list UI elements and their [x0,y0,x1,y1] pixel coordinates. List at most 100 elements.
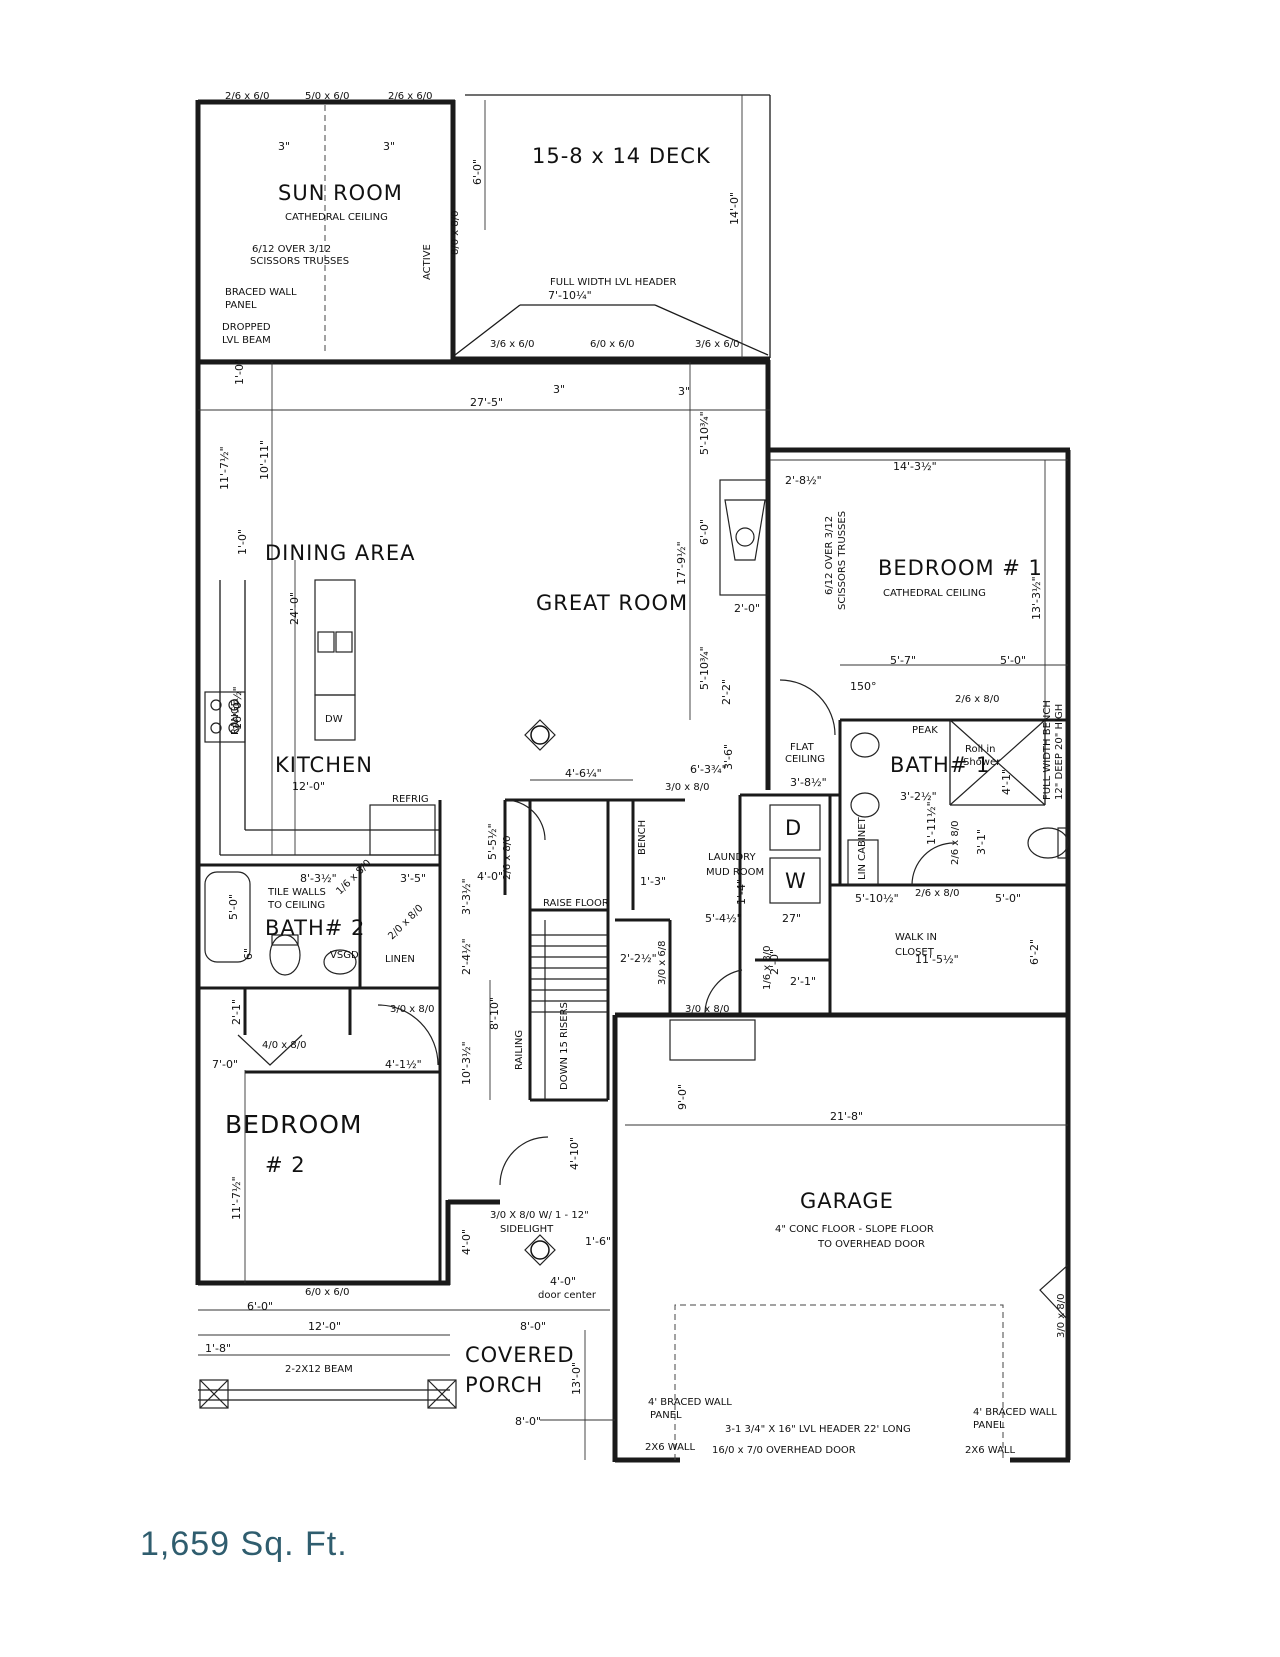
dim-150: 150° [850,680,877,693]
note-range: RANGE [230,700,241,735]
label-great-room: GREAT ROOM [536,591,688,615]
dim-8-0b: 8'-0" [515,1415,541,1428]
note-peak: PEAK [912,725,938,736]
tag-garage-side: 3/0 x 8/0 [1056,1294,1067,1338]
dim-2-2b: 2'-2½" [620,952,657,965]
note-lvl-header: FULL WIDTH LVL HEADER [550,277,676,288]
note-washer: W [785,869,807,893]
dim-5-10a: 5'-10¾" [698,411,711,455]
label-laundry-a: LAUNDRY [708,852,756,863]
dim-14-0: 14'-0" [728,192,741,225]
dim-3-1: 3'-1" [975,829,988,855]
label-bedroom1: BEDROOM # 1 [878,556,1043,580]
dim-6-2: 6'-2" [1028,939,1041,965]
dim-2-1b: 2'-1" [230,999,243,1025]
note-braced-garage-b: PANEL [650,1410,682,1421]
dim-2-8: 2'-8½" [785,474,822,487]
dim-27-5: 27'-5" [470,396,503,409]
dim-5-0c: 5'-0" [995,892,1021,905]
tag-hall-d: 3/0 x 8/0 [665,782,709,793]
label-flat-ceiling-a: FLAT [790,742,815,753]
dim-4-0b: 4'-0" [460,1229,473,1255]
note-tile-b: TO CEILING [267,900,325,911]
note-scissors-b1b: SCISSORS TRUSSES [837,511,848,610]
dim-24-0: 24'-0" [288,592,301,625]
dim-2-1a: 2'-1" [790,975,816,988]
tag-deck-w2: 6/0 x 6/0 [590,339,634,350]
label-deck: 15-8 x 14 DECK [532,144,711,168]
note-lvl-header-dim: 7'-10¼" [548,289,592,302]
dim-3-2: 3'-2½" [900,790,937,803]
dim-17-9: 17'-9½" [675,541,688,585]
dim-5-0a: 5'-0" [1000,654,1026,667]
dim-10-3: 10'-3½" [460,1041,473,1085]
label-walkin-b: CLOSET [895,947,935,958]
label-bedroom2-b: # 2 [265,1153,306,1177]
note-braced-wall-b: PANEL [225,300,257,311]
section-b-marker-bottom [524,1234,556,1266]
dim-2-0: 2'-0" [734,602,760,615]
dim-4-0a: 4'-0" [477,870,503,883]
note-braced-garage-a: 4' BRACED WALL [648,1397,732,1408]
label-garage: GARAGE [800,1189,894,1213]
label-kitchen: KITCHEN [275,753,373,777]
note-braced-garage-d: PANEL [973,1420,1005,1431]
tag-garage-d: 3/0 x 8/0 [685,1004,729,1015]
label-sun-room-note2: 6/12 OVER 3/12 [252,244,331,255]
tag-wic-d: 2/6 x 8/0 [915,888,959,899]
note-bench: BENCH [637,820,648,855]
section-markers [524,719,556,1266]
note-wall-2x6-right: 2X6 WALL [965,1445,1016,1456]
dim-6-3: 6'-3¾" [690,763,727,776]
dim-11-7a: 11'-7½" [218,446,231,490]
dim-8-3: 8'-3½" [300,872,337,885]
label-sun-room-note1: CATHEDRAL CEILING [285,212,388,223]
label-linen: LINEN [385,954,415,965]
dim-3-6: 3'-6" [722,744,735,770]
label-flat-ceiling-b: CEILING [785,754,825,765]
note-braced-garage-c: 4' BRACED WALL [973,1407,1057,1418]
dim-1-3: 1'-3" [640,875,666,888]
room-labels: SUN ROOM CATHEDRAL CEILING 6/12 OVER 3/1… [225,144,1043,1397]
note-full-bench: FULL WIDTH BENCH [1042,700,1053,800]
dim-7-0: 7'-0" [212,1058,238,1071]
note-dropped-b: LVL BEAM [222,335,271,346]
dim-10-11: 10'-11" [258,440,271,480]
dim-6-0b: 6'-0" [247,1300,273,1313]
dim-4-0c: 4'-0" [550,1275,576,1288]
label-porch-b: PORCH [465,1373,543,1397]
tag-deck-d: 8/0 x 8/0 [450,211,461,255]
dim-2-4: 2'-4½" [460,938,473,975]
dim-13-3: 13'-3½" [1030,576,1043,620]
note-railing: RAILING [514,1030,525,1070]
tag-bed2-d: 3/0 x 8/0 [390,1004,434,1015]
dim-12-0: 12'-0" [308,1320,341,1333]
dim-5-7: 5'-7" [890,654,916,667]
tag-closet-d: 4/0 x 8/0 [262,1040,306,1051]
note-dropped-a: DROPPED [222,322,271,333]
label-laundry-b: MUD ROOM [706,867,764,878]
dim-4-10: 4'-10" [568,1137,581,1170]
label-garage-note1: 4" CONC FLOOR - SLOPE FLOOR [775,1224,934,1235]
note-raise-floor: RAISE FLOOR [543,898,609,909]
note-lvl-garage: 3-1 3/4" X 16" LVL HEADER 22' LONG [725,1424,911,1435]
tag-stair-d: 2/6 x 8/0 [502,836,513,880]
dim-3-5: 3'-5" [400,872,426,885]
note-wall-2x6-left: 2X6 WALL [645,1442,696,1453]
note-scissors-b1a: 6/12 OVER 3/12 [824,516,835,595]
note-tile-a: TILE WALLS [267,887,326,898]
dim-1-11: 1'-11½" [925,801,938,845]
dim-5-10b: 5'-10¾" [698,646,711,690]
label-bedroom2-a: BEDROOM [225,1110,363,1139]
note-roll-in-b: Shower [963,757,1001,768]
dim-6: 6" [242,948,255,960]
dim-2-0t: 2'-0" [768,949,781,975]
label-walkin-a: WALK IN [895,932,937,943]
dim-8-0a: 8'-0" [520,1320,546,1333]
tag-linen-d: 2/0 x 8/0 [386,903,425,942]
dim-5-5: 5'-5½" [486,823,499,860]
note-door-center: door center [538,1290,597,1301]
section-b-marker-top [524,719,556,751]
dim-4-6: 4'-6¼" [565,767,602,780]
label-porch-a: COVERED [465,1343,575,1367]
